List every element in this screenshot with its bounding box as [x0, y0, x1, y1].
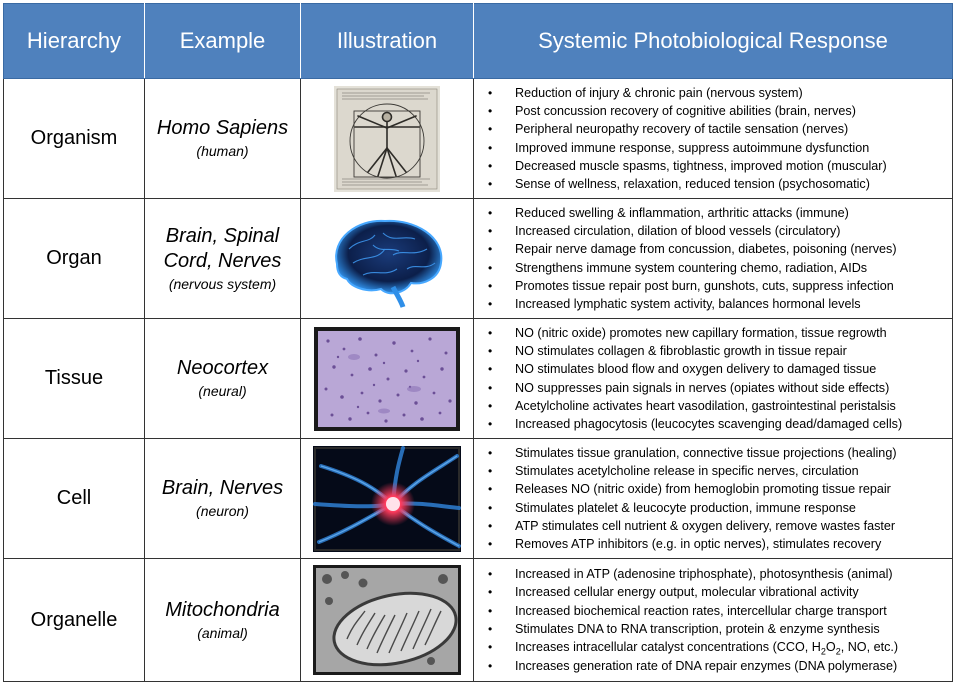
list-item: Post concussion recovery of cognitive ab…: [488, 102, 952, 121]
example-cell: Brain, Spinal Cord, Nerves (nervous syst…: [144, 198, 301, 319]
hierarchy-cell: Cell: [3, 438, 145, 559]
list-item: Reduction of injury & chronic pain (nerv…: [488, 84, 952, 103]
list-item: Increased lymphatic system activity, bal…: [488, 295, 952, 314]
response-cell: Reduced swelling & inflammation, arthrit…: [473, 198, 953, 319]
header-response: Systemic Photobiological Response: [473, 3, 953, 79]
neuron-illustration: [313, 445, 461, 552]
response-list: NO (nitric oxide) promotes new capillary…: [488, 324, 952, 434]
list-item: Reduced swelling & inflammation, arthrit…: [488, 204, 952, 223]
hierarchy-cell: Organism: [3, 78, 145, 199]
example-name: Neocortex: [176, 357, 269, 379]
list-item: NO suppresses pain signals in nerves (op…: [488, 379, 952, 398]
response-list: Reduced swelling & inflammation, arthrit…: [488, 204, 952, 314]
list-item: Releases NO (nitric oxide) from hemoglob…: [488, 480, 952, 499]
hierarchy-cell: Organelle: [3, 558, 145, 682]
header-row: Hierarchy Example Illustration Systemic …: [3, 3, 953, 79]
example-category: (human): [196, 143, 249, 159]
example-cell: Homo Sapiens (human): [144, 78, 301, 199]
example-category: (neural): [198, 383, 247, 399]
list-item: Increased phagocytosis (leucocytes scave…: [488, 415, 952, 434]
response-cell: NO (nitric oxide) promotes new capillary…: [473, 318, 953, 439]
list-item: Removes ATP inhibitors (e.g. in optic ne…: [488, 535, 952, 554]
response-cell: Reduction of injury & chronic pain (nerv…: [473, 78, 953, 199]
list-item: Sense of wellness, relaxation, reduced t…: [488, 175, 952, 194]
list-item: NO stimulates collagen & fibroblastic gr…: [488, 342, 952, 361]
list-item: Stimulates platelet & leucocyte producti…: [488, 499, 952, 518]
brain-illustration: [335, 219, 443, 308]
list-item: Improved immune response, suppress autoi…: [488, 139, 952, 158]
header-hierarchy: Hierarchy: [3, 3, 145, 79]
example-name: Homo Sapiens: [156, 117, 289, 139]
list-item: Strengthens immune system countering che…: [488, 259, 952, 278]
list-item: Promotes tissue repair post burn, gunsho…: [488, 277, 952, 296]
list-item: Increased circulation, dilation of blood…: [488, 222, 952, 241]
response-list: Stimulates tissue granulation, connectiv…: [488, 444, 952, 554]
list-item: Increases intracellular catalyst concent…: [488, 638, 952, 657]
list-item: Increased in ATP (adenosine triphosphate…: [488, 565, 952, 584]
list-item: Increased biochemical reaction rates, in…: [488, 602, 952, 621]
list-item: Decreased muscle spasms, tightness, impr…: [488, 157, 952, 176]
response-list: Increased in ATP (adenosine triphosphate…: [488, 565, 952, 675]
example-category: (animal): [197, 624, 248, 641]
illustration-cell: [300, 78, 474, 199]
response-cell: Increased in ATP (adenosine triphosphate…: [473, 558, 953, 682]
response-list: Reduction of injury & chronic pain (nerv…: [488, 84, 952, 194]
illustration-cell: [300, 318, 474, 439]
header-illustration: Illustration: [300, 3, 474, 79]
mitochondria-micrograph: [313, 565, 461, 675]
example-cell: Mitochondria (animal): [144, 558, 301, 682]
list-item: NO stimulates blood flow and oxygen deli…: [488, 360, 952, 379]
list-item: Stimulates DNA to RNA transcription, pro…: [488, 620, 952, 639]
list-item: Peripheral neuropathy recovery of tactil…: [488, 120, 952, 139]
example-name: Mitochondria: [165, 598, 280, 621]
list-item: Increased cellular energy output, molecu…: [488, 583, 952, 602]
list-item: NO (nitric oxide) promotes new capillary…: [488, 324, 952, 343]
example-cell: Brain, Nerves (neuron): [144, 438, 301, 559]
response-cell: Stimulates tissue granulation, connectiv…: [473, 438, 953, 559]
illustration-cell: [300, 558, 474, 682]
example-category: (nervous system): [168, 275, 277, 292]
neural-tissue-micrograph: [314, 326, 460, 431]
table-row-organism: Organism Homo Sapiens (human): [3, 78, 953, 199]
list-item: Acetylcholine activates heart vasodilati…: [488, 397, 952, 416]
hierarchy-cell: Tissue: [3, 318, 145, 439]
vitruvian-man-illustration: [334, 85, 440, 192]
example-cell: Neocortex (neural): [144, 318, 301, 439]
table-row-tissue: Tissue Neocortex (neural): [3, 318, 953, 439]
list-item: Stimulates tissue granulation, connectiv…: [488, 444, 952, 463]
list-item: Stimulates acetylcholine release in spec…: [488, 462, 952, 481]
list-item: Increases generation rate of DNA repair …: [488, 657, 952, 676]
table-row-organ: Organ Brain, Spinal Cord, Nerves (nervou…: [3, 198, 953, 319]
table-row-organelle: Organelle Mitochondria (animal): [3, 558, 953, 682]
illustration-cell: [300, 198, 474, 319]
hierarchy-table: Hierarchy Example Illustration Systemic …: [3, 3, 953, 682]
hierarchy-cell: Organ: [3, 198, 145, 319]
list-item: Repair nerve damage from concussion, dia…: [488, 240, 952, 259]
table-row-cell: Cell Brain, Nerves (neuron): [3, 438, 953, 559]
example-category: (neuron): [196, 503, 249, 519]
example-name: Brain, Nerves: [161, 477, 284, 499]
header-example: Example: [144, 3, 301, 79]
example-name: Brain, Spinal Cord, Nerves: [163, 224, 282, 272]
list-item: ATP stimulates cell nutrient & oxygen de…: [488, 517, 952, 536]
illustration-cell: [300, 438, 474, 559]
